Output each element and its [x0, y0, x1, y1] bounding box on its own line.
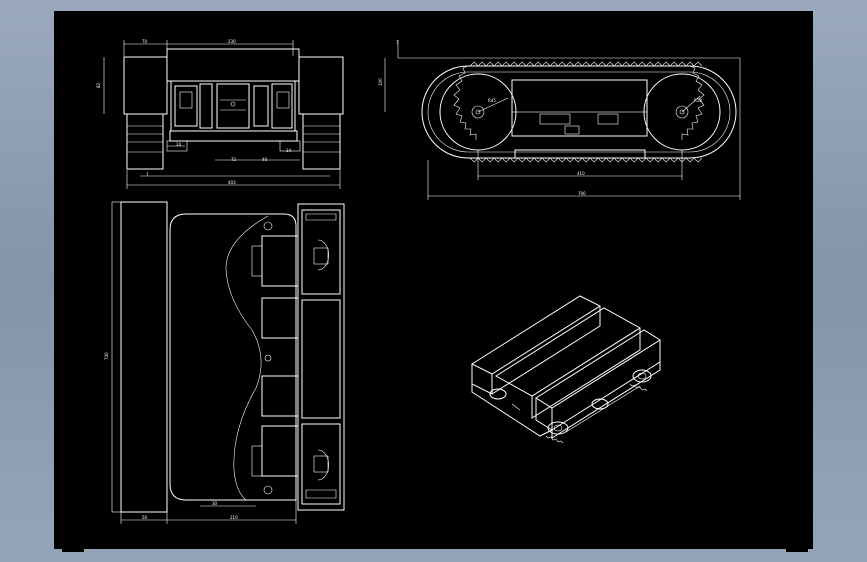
- dim-plan-body: 210: [230, 515, 238, 520]
- dim-left-side: 82: [96, 82, 101, 88]
- dim-plan-left: 50: [142, 515, 148, 520]
- dim-side-height: 100: [378, 78, 383, 86]
- dim-bot-d: 14: [286, 148, 292, 153]
- dim-radius-right: R18: [694, 98, 702, 103]
- dim-top-mid: 230: [228, 39, 236, 44]
- track-teeth: [453, 61, 705, 163]
- dim-bot-c: 40: [262, 157, 268, 162]
- dim-plan-slot: 30: [212, 501, 218, 506]
- dim-side-small: 7: [396, 40, 399, 45]
- dim-radius-left: R45: [488, 98, 496, 103]
- dim-plan-height: 740: [104, 352, 109, 360]
- drawing-sheet: [54, 11, 813, 549]
- dim-side-overall: 700: [578, 191, 586, 196]
- front-view: 70 230 82 24: [96, 39, 344, 189]
- sheet-corner-bl: [62, 546, 84, 552]
- dim-bot-e: 7: [146, 172, 149, 177]
- iso-view: [470, 295, 661, 444]
- dim-center-span: 410: [577, 171, 585, 176]
- sheet-corner-br: [786, 546, 808, 552]
- side-view: 7 100 R45 R18 410: [378, 40, 741, 200]
- dim-top-left: 70: [142, 39, 148, 44]
- plan-view: 740 50 30 210: [104, 201, 345, 524]
- dim-bot-a: 24: [176, 142, 182, 147]
- dim-overall: 403: [228, 180, 236, 185]
- dim-bot-b: 72: [231, 157, 237, 162]
